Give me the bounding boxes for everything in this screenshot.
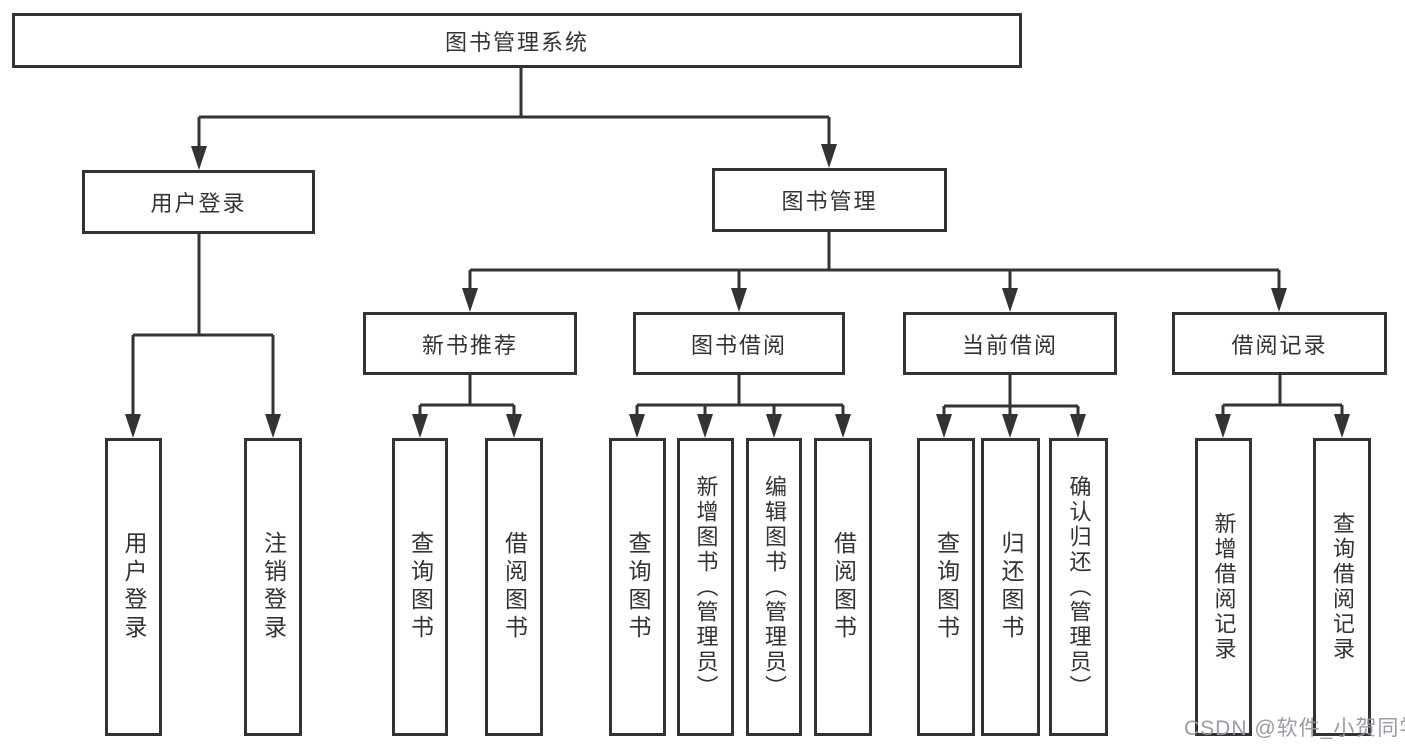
- connector-book-borrow-children: [635, 375, 845, 418]
- leaf-return-books: 归还图书: [981, 438, 1040, 736]
- leaf-add-books-admin: 新增图书（管理员）: [677, 438, 734, 736]
- leaf-user-login-label: 用户登录: [121, 531, 147, 643]
- node-book-management: 图书管理: [712, 168, 947, 232]
- leaf-edit-books-admin: 编辑图书（管理员）: [746, 438, 802, 736]
- leaf-query-books-borrow-label: 查询图书: [625, 531, 651, 643]
- leaf-borrow-books: 借阅图书: [814, 438, 872, 736]
- leaf-query-borrow-record-label: 查询借阅记录: [1330, 512, 1355, 662]
- node-borrow-records-label: 借阅记录: [1231, 332, 1328, 358]
- leaf-borrow-books-recommend: 借阅图书: [485, 438, 543, 736]
- node-root-label: 图书管理系统: [444, 29, 589, 55]
- connector-book-management-children: [468, 232, 1281, 292]
- arrowheads: [125, 144, 1350, 438]
- leaf-add-borrow-record: 新增借阅记录: [1195, 438, 1252, 736]
- node-book-borrow: 图书借阅: [633, 312, 845, 375]
- node-book-borrow-label: 图书借阅: [690, 332, 787, 358]
- leaf-query-books-recommend-label: 查询图书: [407, 531, 434, 643]
- leaf-query-books-recommend: 查询图书: [392, 438, 448, 736]
- leaf-edit-books-admin-label: 编辑图书（管理员）: [762, 474, 787, 700]
- node-current-borrow: 当前借阅: [903, 312, 1117, 375]
- leaf-borrow-books-recommend-label: 借阅图书: [501, 531, 528, 643]
- node-new-book-recommend-label: 新书推荐: [421, 332, 518, 358]
- leaf-return-books-label: 归还图书: [998, 531, 1024, 643]
- node-book-management-label: 图书管理: [781, 189, 878, 214]
- csdn-watermark: CSDN @软件_小贺同学: [1184, 717, 1405, 740]
- node-borrow-records: 借阅记录: [1172, 312, 1387, 375]
- leaf-borrow-books-label: 借阅图书: [830, 531, 857, 643]
- node-user-login-label: 用户登录: [150, 191, 247, 216]
- leaf-query-books-borrow: 查询图书: [609, 438, 666, 736]
- node-user-login: 用户登录: [82, 170, 315, 234]
- leaf-query-books-current: 查询图书: [917, 438, 975, 736]
- leaf-add-borrow-record-label: 新增借阅记录: [1211, 512, 1237, 662]
- leaf-query-borrow-record: 查询借阅记录: [1313, 438, 1371, 736]
- node-new-book-recommend: 新书推荐: [363, 312, 577, 375]
- connector-current-borrow-children: [942, 375, 1080, 418]
- leaf-query-books-current-label: 查询图书: [933, 531, 960, 643]
- leaf-add-books-admin-label: 新增图书（管理员）: [693, 474, 719, 700]
- leaf-logout: 注销登录: [244, 438, 302, 736]
- node-current-borrow-label: 当前借阅: [961, 332, 1058, 358]
- node-root: 图书管理系统: [12, 13, 1022, 68]
- leaf-user-login: 用户登录: [105, 438, 162, 736]
- connector-root-to-level2: [197, 68, 831, 150]
- leaf-logout-label: 注销登录: [260, 531, 287, 643]
- leaf-confirm-return-admin: 确认归还（管理员）: [1049, 438, 1108, 736]
- connector-new-book-children: [418, 375, 516, 418]
- connector-user-login-children: [131, 234, 275, 418]
- connector-borrow-records-children: [1221, 375, 1344, 418]
- leaf-confirm-return-admin-label: 确认归还（管理员）: [1066, 474, 1092, 700]
